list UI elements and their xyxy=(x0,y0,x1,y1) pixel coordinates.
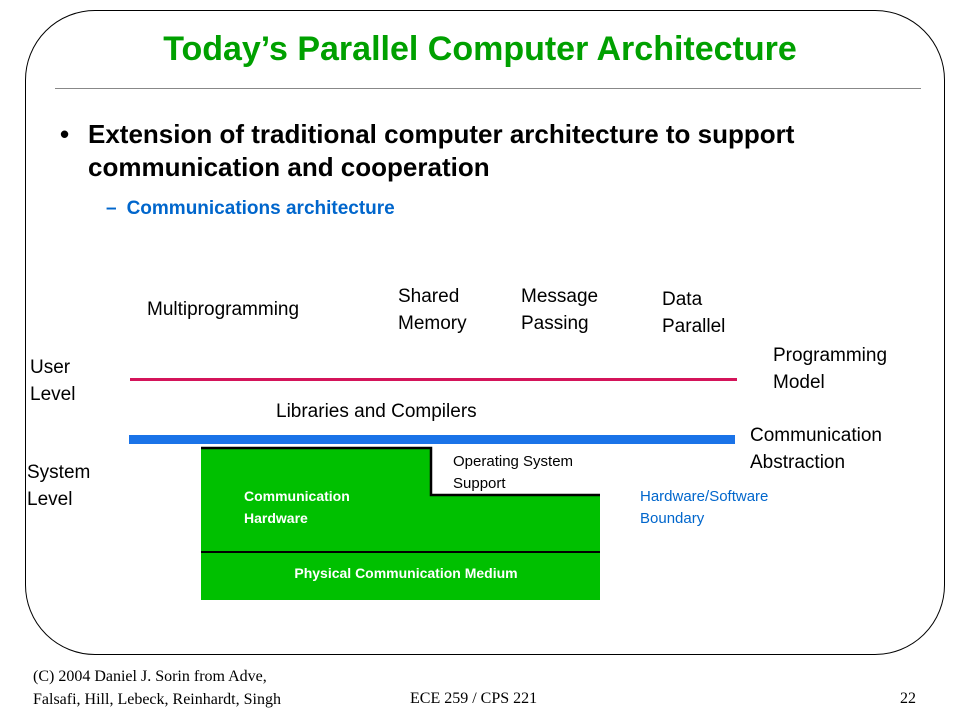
physical-medium-block xyxy=(201,552,600,600)
os-support-label: Operating System Support xyxy=(453,451,573,495)
physical-medium-label: Physical Communication Medium xyxy=(294,565,518,581)
model-message-passing-line2: Passing xyxy=(521,313,589,334)
communication-hardware-block-lower xyxy=(201,495,600,552)
title-divider xyxy=(55,88,921,89)
os-support-line1: Operating System xyxy=(453,453,574,470)
sub-bullet-marker: – xyxy=(106,198,117,219)
model-data-parallel: Data Parallel xyxy=(662,286,725,340)
user-level-label: User Level xyxy=(30,354,75,408)
model-shared-memory: Shared Memory xyxy=(398,283,467,337)
programming-model-label: Programming Model xyxy=(773,342,887,396)
communication-abstraction-label: Communication Abstraction xyxy=(750,422,882,476)
sub-bullet-text: Communications architecture xyxy=(126,198,395,219)
model-message-passing: Message Passing xyxy=(521,283,598,337)
footer-credit-line1: (C) 2004 Daniel J. Sorin from Adve, xyxy=(33,668,267,685)
model-data-parallel-line2: Parallel xyxy=(662,316,726,337)
system-level-label: System Level xyxy=(27,459,90,513)
bullet-text: Extension of traditional computer archit… xyxy=(88,119,795,182)
hardware-software-boundary-line xyxy=(201,446,600,497)
programming-model-line2: Model xyxy=(773,372,825,393)
libraries-compilers-label: Libraries and Compilers xyxy=(276,401,477,422)
system-level-line1: System xyxy=(27,462,91,483)
model-shared-memory-line2: Memory xyxy=(398,313,467,334)
programming-model-line1: Programming xyxy=(773,345,888,366)
footer-course: ECE 259 / CPS 221 xyxy=(410,690,538,707)
programming-model-boundary-line xyxy=(130,378,737,381)
footer-credit-line2: Falsafi, Hill, Lebeck, Reinhardt, Singh xyxy=(33,691,281,708)
communication-hardware-label: Communication Hardware xyxy=(244,485,350,529)
hw-sw-boundary-label: Hardware/Software Boundary xyxy=(640,486,768,530)
model-message-passing-line1: Message xyxy=(521,286,599,307)
slide-title: Today’s Parallel Computer Architecture xyxy=(163,30,797,68)
model-shared-memory-line1: Shared xyxy=(398,286,460,307)
communication-abstraction-line xyxy=(129,435,735,444)
user-level-line2: Level xyxy=(30,384,76,405)
os-support-line2: Support xyxy=(453,475,506,492)
user-level-line1: User xyxy=(30,357,71,378)
communication-abstraction-line2: Abstraction xyxy=(750,452,846,473)
model-multiprogramming: Multiprogramming xyxy=(147,299,300,320)
footer-page-number: 22 xyxy=(900,690,916,707)
system-level-line2: Level xyxy=(27,489,73,510)
communication-hardware-line1: Communication xyxy=(244,488,350,504)
hw-sw-boundary-line1: Hardware/Software xyxy=(640,488,769,505)
model-data-parallel-line1: Data xyxy=(662,289,703,310)
bullet-marker: • xyxy=(60,119,70,149)
footer-credit: (C) 2004 Daniel J. Sorin from Adve, Fals… xyxy=(33,665,281,711)
communication-abstraction-line1: Communication xyxy=(750,425,882,446)
communication-hardware-line2: Hardware xyxy=(244,510,308,526)
hw-sw-boundary-line2: Boundary xyxy=(640,510,705,527)
slide-frame xyxy=(25,10,945,655)
sub-bullet: –Communications architecture xyxy=(106,198,395,220)
